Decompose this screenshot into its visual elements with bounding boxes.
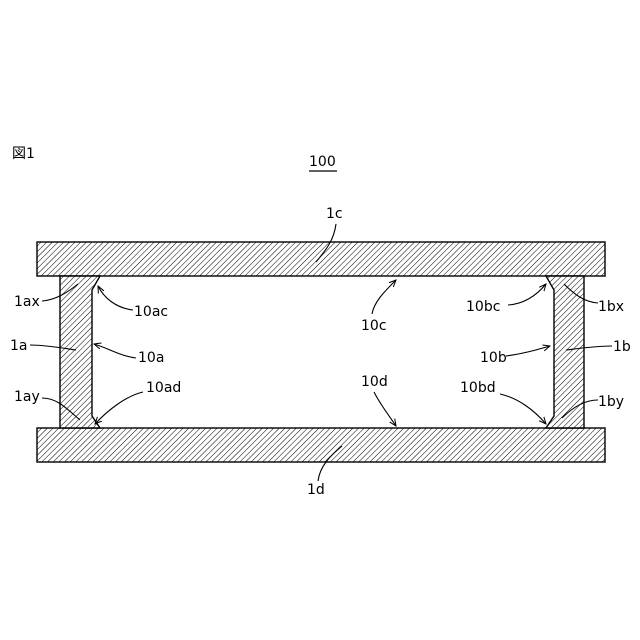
label-surface-left-bottom-corner: 10ad	[146, 380, 181, 396]
arrow-surface-right	[506, 346, 550, 356]
label-surface-right-bottom-corner: 10bd	[460, 380, 496, 396]
arrow-surface-bottom	[374, 392, 396, 426]
top-plate	[37, 242, 605, 276]
left-wall	[60, 276, 100, 428]
figure-caption: 図1	[12, 146, 35, 162]
label-left-wall: 1a	[10, 338, 28, 354]
label-left-bottom-fillet: 1ay	[14, 389, 40, 405]
label-right-wall: 1b	[613, 339, 631, 355]
label-left-top-fillet: 1ax	[14, 294, 40, 310]
label-bottom-plate: 1d	[307, 482, 325, 498]
arrow-surface-right-bottom-corner	[500, 394, 546, 424]
label-surface-bottom: 10d	[361, 374, 388, 390]
label-surface-right: 10b	[480, 350, 507, 366]
label-surface-left-top-corner: 10ac	[134, 304, 168, 320]
label-top-plate: 1c	[326, 206, 343, 222]
label-right-top-fillet: 1bx	[598, 299, 624, 315]
arrow-surface-right-top-corner	[508, 284, 546, 305]
bottom-plate	[37, 428, 605, 462]
reference-numeral: 100	[309, 154, 336, 170]
label-surface-right-top-corner: 10bc	[466, 299, 500, 315]
arrow-surface-left-top-corner	[98, 286, 133, 310]
label-surface-top: 10c	[361, 318, 387, 334]
arrow-surface-left-bottom-corner	[95, 392, 143, 424]
arrow-surface-top	[372, 280, 396, 314]
arrow-surface-left	[94, 344, 136, 358]
label-right-bottom-fillet: 1by	[598, 394, 624, 410]
label-surface-left: 10a	[138, 350, 164, 366]
